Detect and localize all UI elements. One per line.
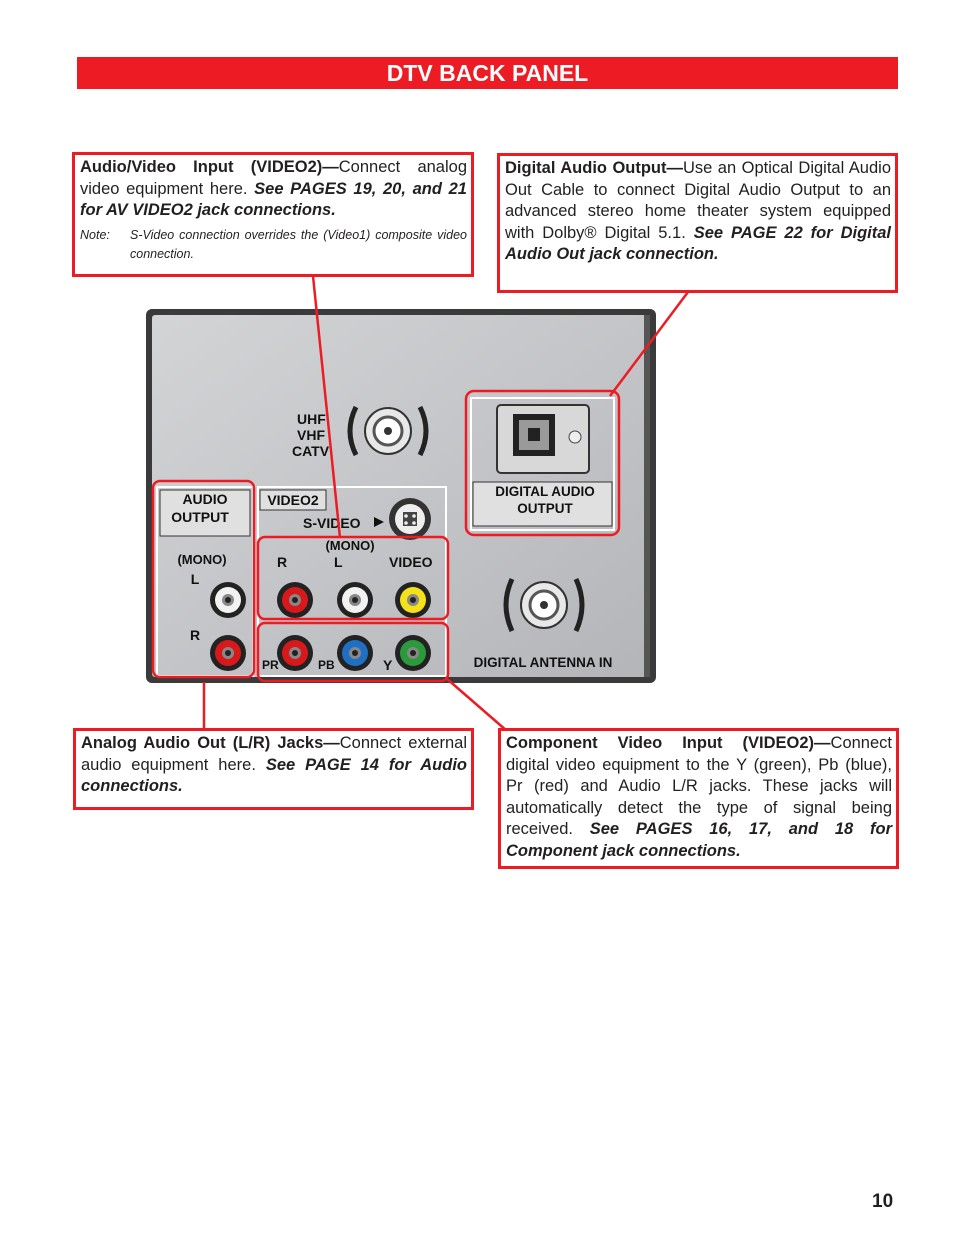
note-label: Note:	[80, 227, 110, 242]
highlight-digital-audio	[464, 389, 621, 537]
video2-r-label: R	[277, 554, 287, 570]
svideo-jack	[389, 498, 431, 540]
component-pb-jack	[337, 635, 373, 671]
audio-output-label-2: OUTPUT	[171, 509, 229, 525]
video2-l-label: L	[334, 554, 343, 570]
av-input-heading: Audio/Video Input (VIDEO2)—	[80, 158, 339, 176]
digital-audio-ref: See PAGE 22 for Digital Audio Out jack c…	[505, 223, 891, 264]
page-number: 10	[872, 1191, 894, 1212]
optical-jack	[496, 404, 590, 474]
highlight-audio-output	[151, 479, 256, 679]
component-heading: Component Video Input (VIDEO2)—	[506, 734, 831, 752]
vhf-label: VHF	[297, 427, 325, 443]
digital-antenna-jack	[503, 577, 585, 633]
av-input-note: Note: S-Video connection overrides the (…	[80, 226, 467, 264]
audio-l-label: L	[191, 571, 200, 587]
analog-audio-ref: See PAGE 14 for Audio connections.	[81, 755, 467, 796]
uhf-label: UHF	[297, 411, 326, 427]
callout-component: Component Video Input (VIDEO2)—Connect d…	[498, 728, 899, 869]
analog-audio-text: Connect external audio equipment here.	[81, 734, 467, 774]
component-y-jack	[395, 635, 431, 671]
audio-r-label: R	[190, 627, 200, 643]
video2-audio-l-jack	[337, 582, 373, 618]
digital-audio-heading: Digital Audio Output—	[505, 159, 684, 177]
video2-video-jack	[395, 582, 431, 618]
component-pr-jack	[277, 635, 313, 671]
mono-label-left: (MONO)	[177, 552, 226, 567]
highlight-av-input	[256, 535, 450, 621]
callout-av-input: Audio/Video Input (VIDEO2)—Connect analo…	[72, 152, 474, 277]
video2-audio-r-jack	[277, 582, 313, 618]
leader-lines	[202, 275, 689, 732]
pr-label: PR	[262, 658, 279, 672]
video2-label: VIDEO2	[267, 492, 319, 508]
component-ref: See PAGES 16, 17, and 18 for Component j…	[506, 820, 892, 860]
av-input-text: Connect analog video equipment here.	[80, 158, 467, 198]
callout-digital-audio: Digital Audio Output—Use an Optical Digi…	[497, 153, 898, 293]
digital-audio-label-2: OUTPUT	[517, 501, 573, 516]
component-text: Connect digital video equipment to the Y…	[506, 734, 892, 838]
svideo-label: S-VIDEO	[303, 515, 361, 531]
pb-label: PB	[318, 658, 335, 672]
page-title: DTV BACK PANEL	[77, 57, 898, 89]
analog-audio-heading: Analog Audio Out (L/R) Jacks—	[81, 734, 340, 752]
av-input-ref: See PAGES 19, 20, and 21 for AV VIDEO2 j…	[80, 179, 467, 220]
callout-analog-audio: Analog Audio Out (L/R) Jacks—Connect ext…	[73, 728, 474, 810]
video-label: VIDEO	[389, 554, 433, 570]
digital-antenna-label: DIGITAL ANTENNA IN	[474, 655, 613, 670]
note-text: S-Video connection overrides the (Video1…	[130, 227, 467, 261]
audio-out-r-jack	[210, 635, 246, 671]
catv-label: CATV	[292, 443, 330, 459]
digital-audio-label: DIGITAL AUDIO	[495, 484, 595, 499]
y-label: Y	[383, 657, 393, 673]
audio-out-l-jack	[210, 582, 246, 618]
mono-label-mid: (MONO)	[325, 538, 374, 553]
digital-audio-text: Use an Optical Digital Audio Out Cable t…	[505, 159, 891, 242]
audio-output-label: AUDIO	[182, 491, 227, 507]
highlight-component	[256, 621, 450, 683]
uhf-vhf-catv-jack	[347, 405, 429, 457]
